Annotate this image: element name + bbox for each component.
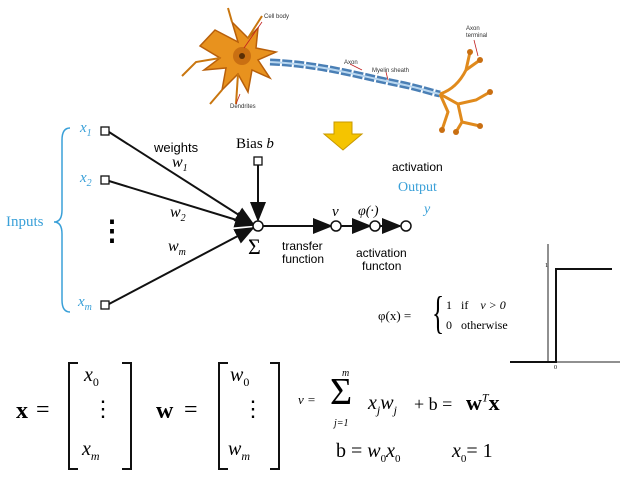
w-matrix-right-bracket xyxy=(270,362,280,470)
x0-equals-one: x0= 1 xyxy=(452,440,493,465)
inputs-label: Inputs xyxy=(6,214,44,230)
label-dendrites: Dendrites xyxy=(230,104,256,110)
w-vector-symbol: w xyxy=(156,398,174,424)
label-axon: Axon xyxy=(344,60,358,66)
sum-sigma: Σ xyxy=(330,371,353,413)
edge-x2 xyxy=(108,180,255,228)
sum-lhs: v = xyxy=(298,392,316,407)
step-case-1: 1 if v > 0 xyxy=(446,298,506,312)
input-x1-label: x1 xyxy=(80,120,92,139)
edge-x1 xyxy=(108,131,255,226)
weights-label: weights xyxy=(154,140,199,155)
b-equation: b = w0x0 xyxy=(336,440,401,465)
bias-label: Bias b xyxy=(236,136,274,152)
w-equals: = xyxy=(184,397,198,423)
weight-wm-label: wm xyxy=(168,238,186,259)
inputs-vdots: ⋮ xyxy=(98,216,126,247)
inputs-brace xyxy=(53,127,71,313)
sum-plus-b: + b = xyxy=(414,394,453,414)
x-vector-symbol: x xyxy=(16,398,28,424)
weight-w1-label: w1 xyxy=(172,154,188,175)
input-node-xm xyxy=(100,300,110,310)
plot-y-tick: 1 xyxy=(545,263,548,269)
v-label: v xyxy=(332,204,339,220)
neuron-axon-terminal xyxy=(438,49,493,135)
output-label: Output xyxy=(398,180,437,195)
x-equals: = xyxy=(36,397,50,423)
edge-xm xyxy=(108,227,255,305)
x-matrix-x0: x0 xyxy=(84,364,99,389)
activation-top-label: activation xyxy=(392,160,443,174)
step-function-brace: { xyxy=(432,287,445,338)
w-matrix-left-bracket xyxy=(218,362,228,470)
label-cell-body: Cell body xyxy=(264,14,290,20)
input-node-x2 xyxy=(100,175,110,185)
x-matrix-left-bracket xyxy=(68,362,78,470)
neuron-soma xyxy=(181,7,279,105)
step-curve xyxy=(510,268,612,363)
x-matrix-right-bracket xyxy=(122,362,132,470)
plot-x-tick: 0 xyxy=(554,365,557,371)
label-myelin: Myelin sheath xyxy=(372,68,410,74)
down-arrow-icon xyxy=(322,121,364,151)
input-xm-label: xm xyxy=(78,294,92,313)
x-matrix-vdots: ⋮ xyxy=(92,396,114,421)
sum-lower-limit: j=1 xyxy=(334,418,349,429)
output-node xyxy=(400,220,412,232)
step-case-2: 0 otherwise xyxy=(446,318,508,332)
step-function-lhs: φ(x) = xyxy=(378,308,412,323)
x-matrix-xm: xm xyxy=(82,438,100,463)
sigma-symbol: Σ xyxy=(248,234,261,259)
input-node-x1 xyxy=(100,126,110,136)
phi-label: φ(·) xyxy=(358,204,379,219)
w-matrix-w0: w0 xyxy=(230,364,250,389)
y-label: y xyxy=(424,202,431,217)
sum-body: xjwj xyxy=(368,392,397,417)
w-matrix-vdots: ⋮ xyxy=(242,396,264,421)
weight-w2-label: w2 xyxy=(170,204,186,225)
input-x2-label: x2 xyxy=(80,170,92,189)
w-transpose: wTx xyxy=(466,390,500,415)
w-matrix-wm: wm xyxy=(228,438,251,463)
sum-upper-limit: m xyxy=(342,368,350,379)
